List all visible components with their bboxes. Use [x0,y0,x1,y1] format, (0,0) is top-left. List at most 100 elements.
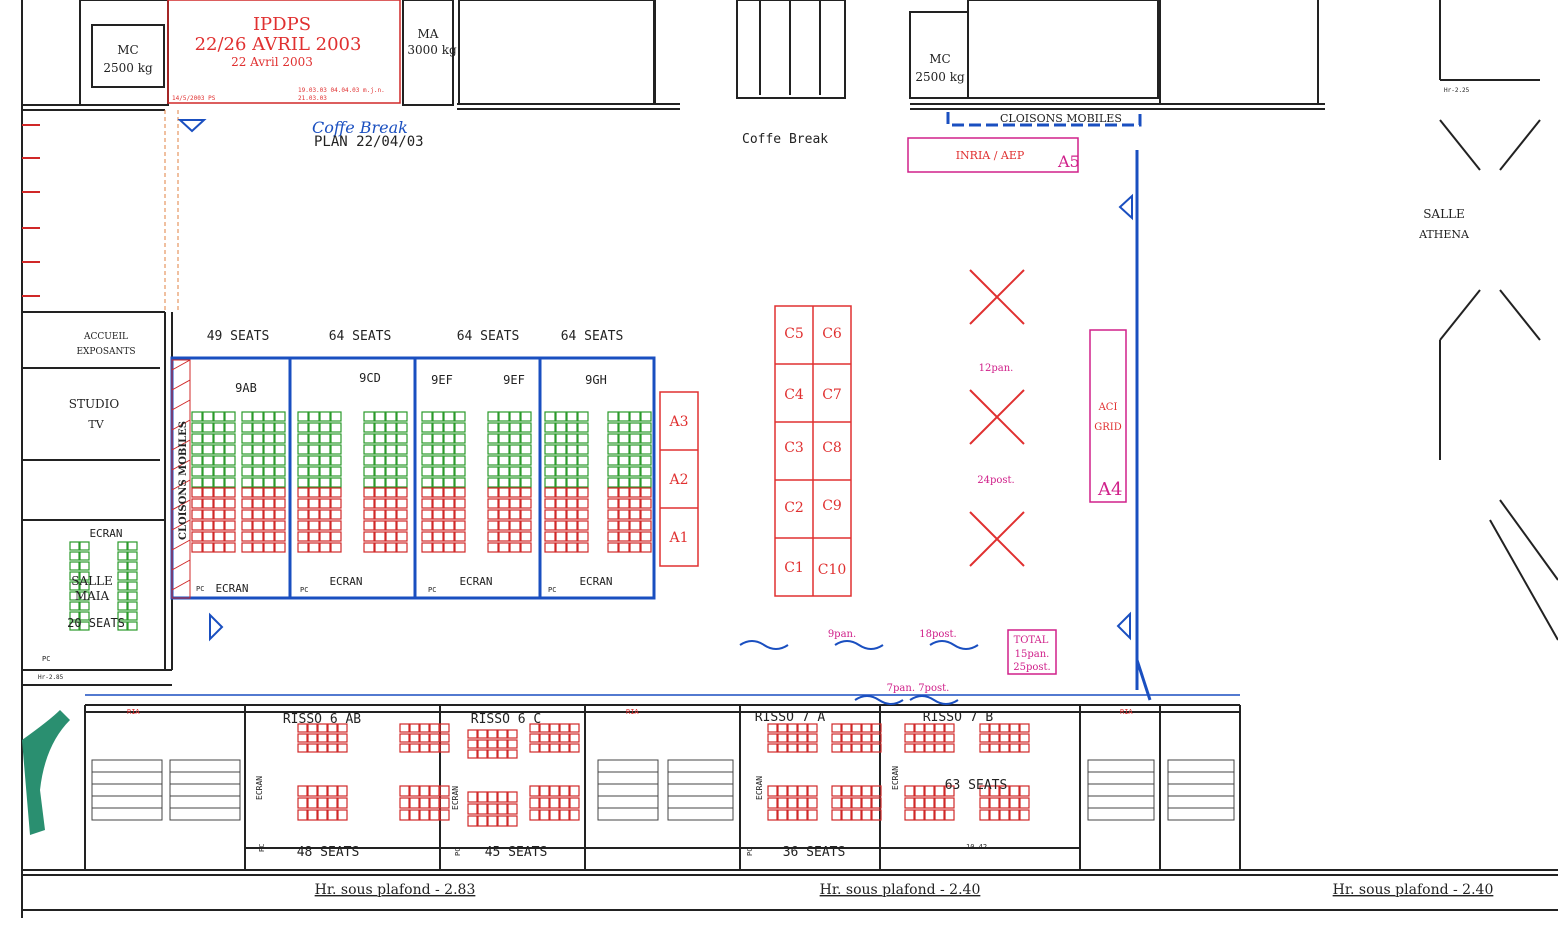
seat [924,723,935,733]
seat [432,542,444,553]
seat [807,733,818,743]
seat [213,433,225,444]
seat [396,444,408,455]
seat [618,444,630,455]
seat [539,809,550,821]
seat [577,411,589,422]
seat [69,601,80,611]
seat [274,531,286,542]
seat [555,444,567,455]
seat [385,433,397,444]
seat [213,520,225,531]
seat [509,487,521,498]
a4-label: A4 [1097,479,1122,500]
ecran-risso-6ab: ECRAN [255,776,264,800]
seat [297,466,309,477]
seat [374,433,386,444]
seat [363,455,375,466]
seat [374,509,386,520]
seat [439,785,450,797]
seat [924,797,935,809]
seat [497,803,508,815]
room-9ef-seats: 64 SEATS [457,329,520,344]
seat [79,571,90,581]
seat [618,411,630,422]
poster-markers [969,269,1025,567]
seat [607,498,619,509]
seat [274,411,286,422]
seat [241,455,253,466]
seat [618,433,630,444]
seat [443,487,455,498]
seat [224,466,236,477]
seat [477,739,488,749]
seat [797,723,808,733]
seat [319,433,331,444]
seat [1009,733,1020,743]
seat [787,733,798,743]
seat [297,498,309,509]
seat [607,466,619,477]
seat [807,785,818,797]
seat [252,466,264,477]
seat [569,733,580,743]
staircase-left [22,710,70,835]
stamp-left: 14/5/2003 PS [172,95,216,102]
seat [443,520,455,531]
seat [569,785,580,797]
seat [509,411,521,422]
seat [429,733,440,743]
seat [871,723,882,733]
lifts [79,0,1159,106]
seat [202,466,214,477]
seat [979,733,990,743]
seat [559,785,570,797]
seat [507,791,518,803]
seat [399,809,410,821]
risso-6c-seats: 45 SEATS [485,845,548,860]
room-9ef-name-2: 9EF [503,373,525,387]
seat [252,455,264,466]
seat [69,541,80,551]
seat [566,466,578,477]
seat [297,422,309,433]
seat [429,723,440,733]
lift-mc-left: MC [117,43,138,57]
seat [319,422,331,433]
ceiling-height-left: Hr. sous plafond - 2.83 [315,882,476,898]
seat [127,601,138,611]
seat [498,509,510,520]
seat [374,411,386,422]
seat [213,487,225,498]
seat [337,785,348,797]
seat [618,422,630,433]
seat [871,785,882,797]
seat [317,785,328,797]
seat [507,815,518,827]
seat [274,477,286,488]
seat [944,797,955,809]
seat [566,509,578,520]
seat [559,743,570,753]
seat [520,477,532,488]
seat [487,542,499,553]
seat [297,477,309,488]
seat [555,498,567,509]
seat [577,531,589,542]
seat [618,487,630,498]
seat [566,433,578,444]
seat [297,444,309,455]
pc-9ab: PC [196,585,204,593]
seat [999,809,1010,821]
seat [607,520,619,531]
seat [577,477,589,488]
seat [385,509,397,520]
seat [914,785,925,797]
seat [477,729,488,739]
seat [640,466,652,477]
ecran-risso-6c: ECRAN [451,786,460,810]
seat [69,561,80,571]
seat [454,542,466,553]
seat [497,791,508,803]
booth-c6: C6 [822,326,842,342]
